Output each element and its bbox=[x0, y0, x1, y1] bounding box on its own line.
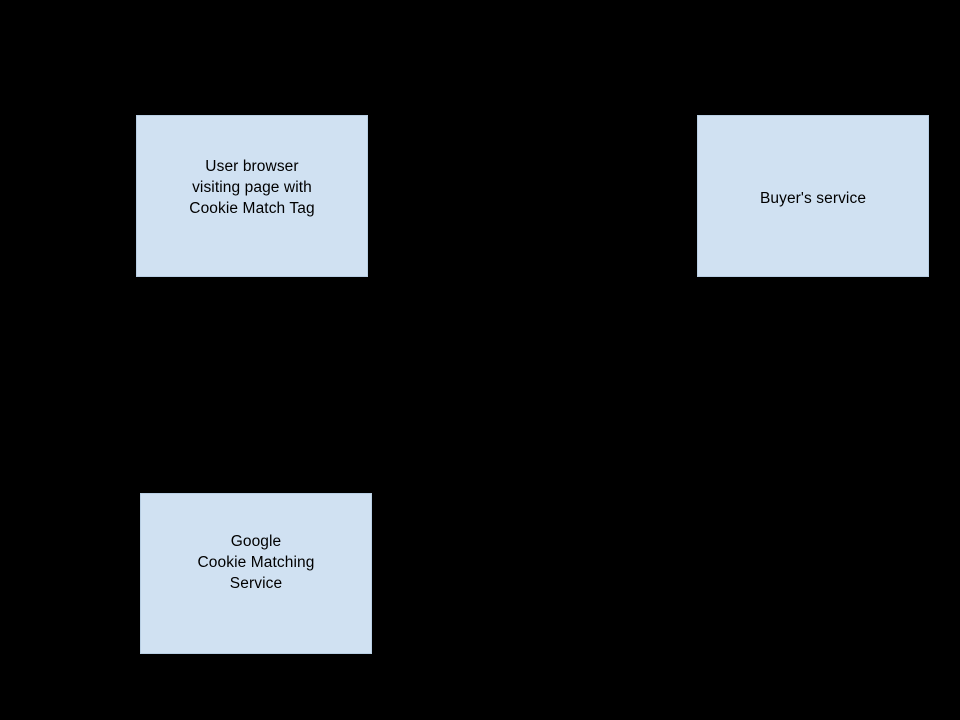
diagram-node-user-browser[interactable]: User browser visiting page with Cookie M… bbox=[136, 115, 368, 277]
diagram-node-google-cookie-matching[interactable]: Google Cookie Matching Service bbox=[140, 493, 372, 654]
diagram-node-buyers-service-label: Buyer's service bbox=[759, 189, 867, 207]
diagram-node-user-browser-label: User browser visiting page with Cookie M… bbox=[189, 157, 315, 217]
diagram-node-buyers-service[interactable]: Buyer's service bbox=[697, 115, 929, 277]
diagram-node-google-cookie-matching-label: Google Cookie Matching Service bbox=[197, 533, 315, 592]
